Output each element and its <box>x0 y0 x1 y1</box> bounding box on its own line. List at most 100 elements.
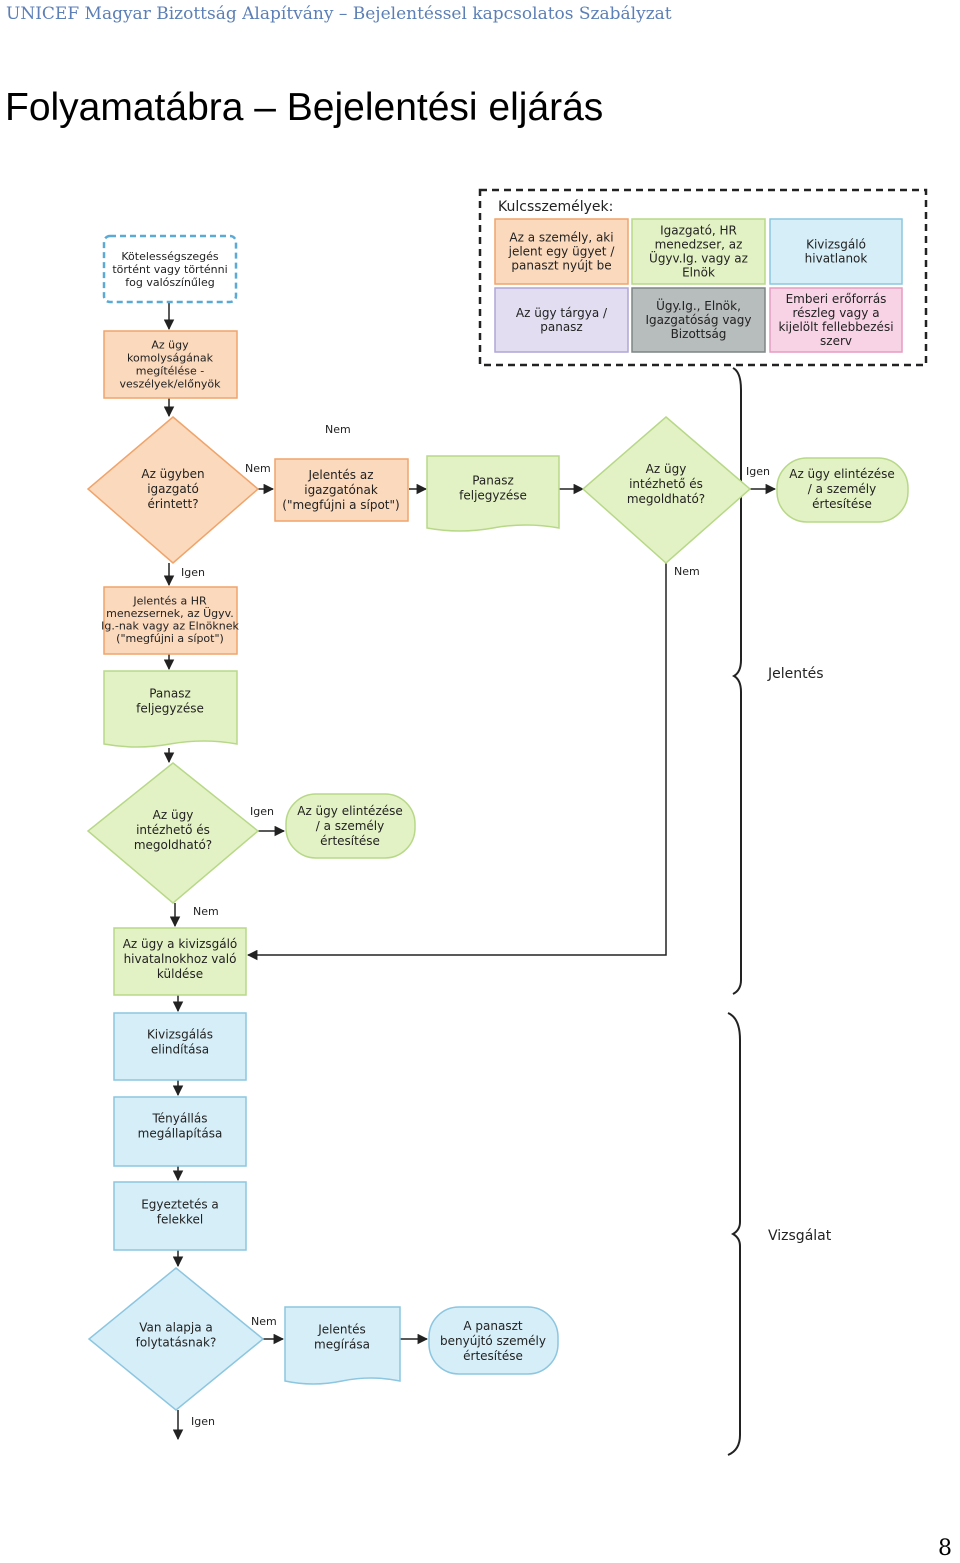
legend.items.5.lines-line: kijelölt fellebbezési <box>778 320 893 334</box>
brace-investigation <box>727 1012 741 1456</box>
label-nem-director: Nem <box>245 462 271 475</box>
legend-swatch <box>769 218 903 285</box>
legend-swatch <box>494 218 629 285</box>
nodes.resolve_left-line: értesítése <box>320 834 380 848</box>
nodes.report_hr-line: Jelentés a HR <box>132 594 207 607</box>
legend.items.1.lines-line: Elnök <box>682 266 715 280</box>
nodes.report_hr-line: Ig.-nak vagy az Elnöknek <box>101 619 239 632</box>
nodes.record_top-line: Panasz <box>472 474 514 488</box>
nodes.resolve_top-line: / a személy <box>808 482 876 496</box>
nodes.d_director-line: érintett? <box>147 497 198 511</box>
nodes.write_report-line: megírása <box>314 1338 370 1352</box>
legend.items.3.lines-line: Az ügy tárgya / <box>516 306 608 320</box>
nodes.send_investigators-line: Az ügy a kivizsgáló <box>123 937 238 951</box>
label-nem-left: Nem <box>193 905 219 918</box>
legend.items.1.lines-line: Ügyv.Ig. vagy az <box>649 250 748 266</box>
brace-report <box>731 367 742 995</box>
nodes.assess-line: komolyságának <box>127 352 214 365</box>
nodes.d_solvable_left-line: megoldható? <box>134 838 212 852</box>
nodes.d_director-line: Az ügyben <box>141 467 204 481</box>
label-nem-top: Nem <box>325 423 351 436</box>
nodes.d_solvable_top-line: Az ügy <box>646 462 687 476</box>
phase-braces <box>727 367 742 1456</box>
legend.items.5.lines-line: részleg vagy a <box>792 306 879 320</box>
nodes.report_hr-line: ("megfújni a sípot") <box>116 632 224 645</box>
nodes.d_basis-line: folytatásnak? <box>136 1336 217 1350</box>
legend-swatch <box>631 218 766 285</box>
legend-label: Az ügy tárgya /panasz <box>516 306 608 334</box>
label-nem-basis: Nem <box>251 1315 277 1328</box>
legend-title: Kulcsszemélyek: <box>498 199 613 215</box>
nodes.start-line: fog valószínűleg <box>125 276 214 289</box>
nodes.assess-line: megítélése - <box>136 365 204 378</box>
legend.items.1.lines-line: menedzser, az <box>655 238 743 252</box>
nodes.report_director-line: igazgatónak <box>304 483 378 497</box>
nodes.assess-line: veszélyek/előnyök <box>119 378 221 391</box>
nodes.record_left-line: feljegyzése <box>136 702 204 716</box>
nodes.start-line: Kötelességszegés <box>121 250 219 263</box>
label-igen-director: Igen <box>181 566 205 579</box>
nodes.consult_parties-line: felekkel <box>157 1213 204 1227</box>
nodes.write_report-line: Jelentés <box>317 1323 366 1337</box>
label-igen-left: Igen <box>250 805 274 818</box>
nodes.d_director-line: igazgató <box>147 482 199 496</box>
legend.items.0.lines-line: Az a személy, aki <box>509 231 613 245</box>
nodes.start_investigation-line: elindítása <box>151 1043 209 1057</box>
legend.items.0.lines-line: panaszt nyújt be <box>511 259 611 273</box>
running-header: UNICEF Magyar Bizottság Alapítvány – Bej… <box>6 4 672 24</box>
phase-label-investigation: Vizsgálat <box>768 1228 832 1244</box>
nodes.d_solvable_left-line: Az ügy <box>153 808 194 822</box>
legend.items.2.lines-line: Kivizsgáló <box>806 238 866 252</box>
legend.items.1.lines-line: Igazgató, HR <box>660 224 737 238</box>
nodes.establish_facts-line: Tényállás <box>151 1112 207 1126</box>
legend.items.4.lines-line: Igazgatóság vagy <box>645 313 751 327</box>
nodes.record_top-line: feljegyzése <box>459 489 527 503</box>
label-igen-basis: Igen <box>191 1415 215 1428</box>
legend-item-lavender: Az ügy tárgya /panasz <box>494 287 629 353</box>
label-nem-solvable-top: Nem <box>674 565 700 578</box>
nodes.send_investigators-line: küldése <box>157 967 203 981</box>
legend-swatch <box>494 287 629 353</box>
edge-labels: Nem Nem Igen Igen Nem Igen Nem Nem Igen <box>181 423 770 1428</box>
page-number: 8 <box>938 1536 952 1561</box>
nodes.d_solvable_top-line: megoldható? <box>627 492 705 506</box>
nodes.notify_complainant-line: értesítése <box>463 1349 523 1363</box>
legend.items.4.lines-line: Ügy.Ig., Elnök, <box>656 297 741 313</box>
legend.items.5.lines-line: szerv <box>820 334 852 348</box>
nodes.report_director-line: Jelentés az <box>307 468 373 482</box>
nodes.record_left-line: Panasz <box>149 687 191 701</box>
nodes.consult_parties-line: Egyeztetés a <box>141 1198 219 1212</box>
nodes.resolve_left-line: / a személy <box>316 819 384 833</box>
